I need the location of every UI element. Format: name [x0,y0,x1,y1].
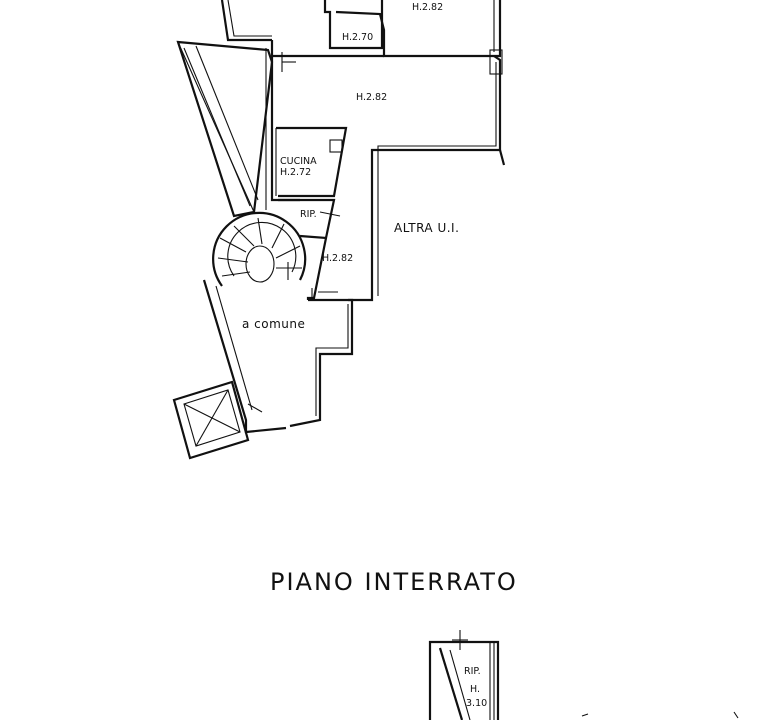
passage-height: H.2.70 [342,32,373,43]
common-area-label: a comune [242,317,305,331]
other-unit-label: ALTRA U.I. [394,221,459,235]
common-area-walls [202,279,354,434]
upper-plan: H.2.82 H.2.70 H.2.82 CUCINA H.2.72 RIP. … [172,0,506,460]
lift-box [172,380,263,460]
basement-plan: RIP. H. 3.10 [428,630,739,720]
kitchen-height: H.2.72 [280,167,311,178]
top-room-height: H.2.82 [412,2,443,13]
spiral-stair [212,211,307,287]
top-room-walls [220,0,502,58]
basement-closet-name: RIP. [464,666,481,677]
floor-title: PIANO INTERRATO [270,568,518,596]
hall-height: H.2.82 [356,92,387,103]
kitchen-name: CUCINA [280,156,317,167]
ramp-block [176,40,274,218]
basement-height-prefix: H. [470,684,480,695]
corridor-height: H.2.82 [322,253,353,264]
kitchen-walls [275,126,348,198]
basement-height-value: 3.10 [466,698,487,709]
closet-walls [278,198,341,240]
closet-name: RIP. [300,209,317,220]
